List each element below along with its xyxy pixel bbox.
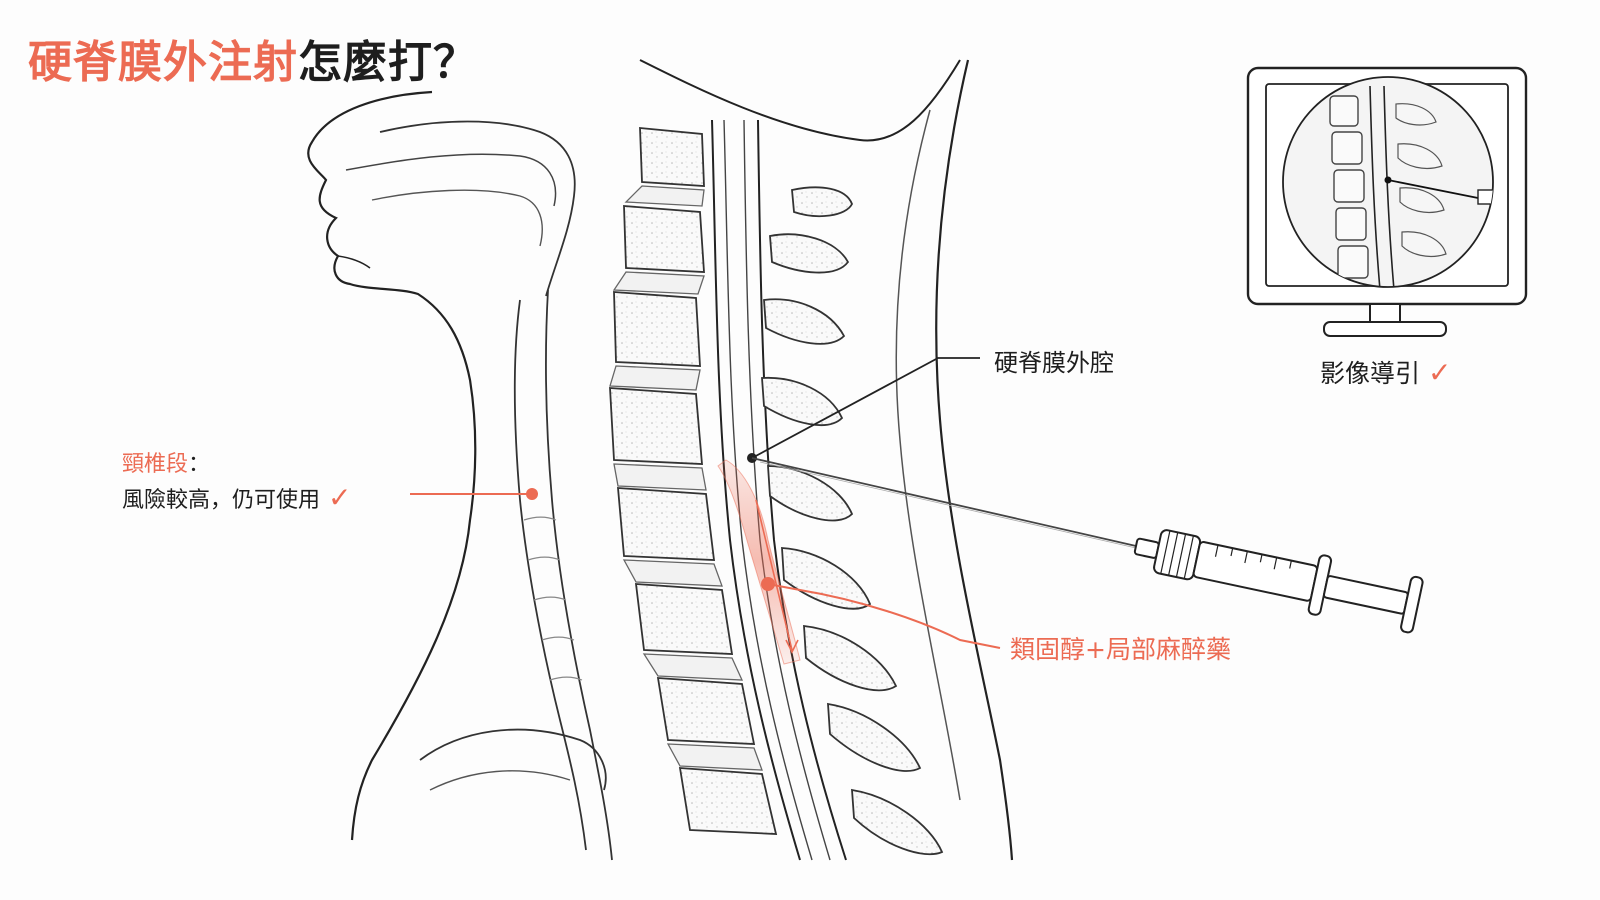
drug-flow-arrow [755,499,799,654]
drug-point [761,577,775,591]
vertebra-c5 [617,487,716,561]
vertebra-c4 [609,387,703,465]
syringe-scale [1214,544,1292,570]
face-profile [307,90,477,841]
syringe-plunger [1323,575,1409,615]
muscle-line [895,109,961,801]
canal-back [757,119,847,861]
imaging-guidance-text: 影像導引 [1320,359,1421,388]
syringe [1133,529,1424,634]
page-title: 硬脊膜外注射怎麼打？ [28,26,478,90]
imaging-guidance-label: 影像導引✓ [1320,354,1451,390]
airway-back [545,289,613,861]
needle-shaft-inner [759,461,1137,549]
cord-front [723,119,813,861]
airway-front [513,299,587,851]
cervical-note-text: 風險較高，仍可使用 [122,488,321,513]
palate [345,153,557,207]
intervertebral-discs [609,185,763,771]
vertebra-t1 [678,767,778,835]
trachea-rings [523,516,583,681]
title-highlight: 硬脊膜外注射 [28,37,298,88]
cervical-heading: 頸椎段： [122,446,210,478]
vertebra-c6 [634,583,734,655]
syringe-tip [1133,537,1160,559]
vertebra-c2 [623,205,705,273]
nasal-cavity [379,120,576,297]
skin-line [935,59,1014,861]
needle-shaft [751,457,1137,547]
cervical-note: 風險較高，仍可使用 ✓ [122,481,351,514]
drug-spread [717,459,801,665]
cervical-heading-text: 頸椎段 [122,452,189,477]
vertebra-c3 [613,291,701,367]
clavicle-inner [429,770,571,791]
drug-label: 類固醇+局部麻醉藥 [1010,635,1231,664]
cervical-heading-colon: ： [188,452,211,477]
canal-front [711,119,801,861]
vertebra-c1 [639,127,705,187]
drug-callout-line [767,583,1001,649]
syringe-hub-grip [1160,530,1194,579]
mouth-line [337,255,371,269]
monitor-neck [1369,303,1401,323]
cervical-point [526,488,538,500]
fluoroscopy-spine [1329,85,1493,287]
neck-back [639,59,961,142]
check-icon: ✓ [328,481,352,514]
title-rest: 怎麼打？ [298,37,478,88]
spinous-processes [761,186,944,856]
vertebra-c7 [656,677,756,745]
syringe-thumb-rest [1400,575,1424,634]
syringe-barrel [1192,541,1319,602]
vertebral-bodies [609,127,778,835]
monitor [1246,66,1528,337]
monitor-stand [1323,321,1447,337]
clavicle [419,728,607,791]
check-icon: ✓ [1428,356,1452,389]
epidural-callout-line [751,357,980,459]
tongue [371,189,543,247]
epidural-space-label: 硬脊膜外腔 [994,349,1114,377]
